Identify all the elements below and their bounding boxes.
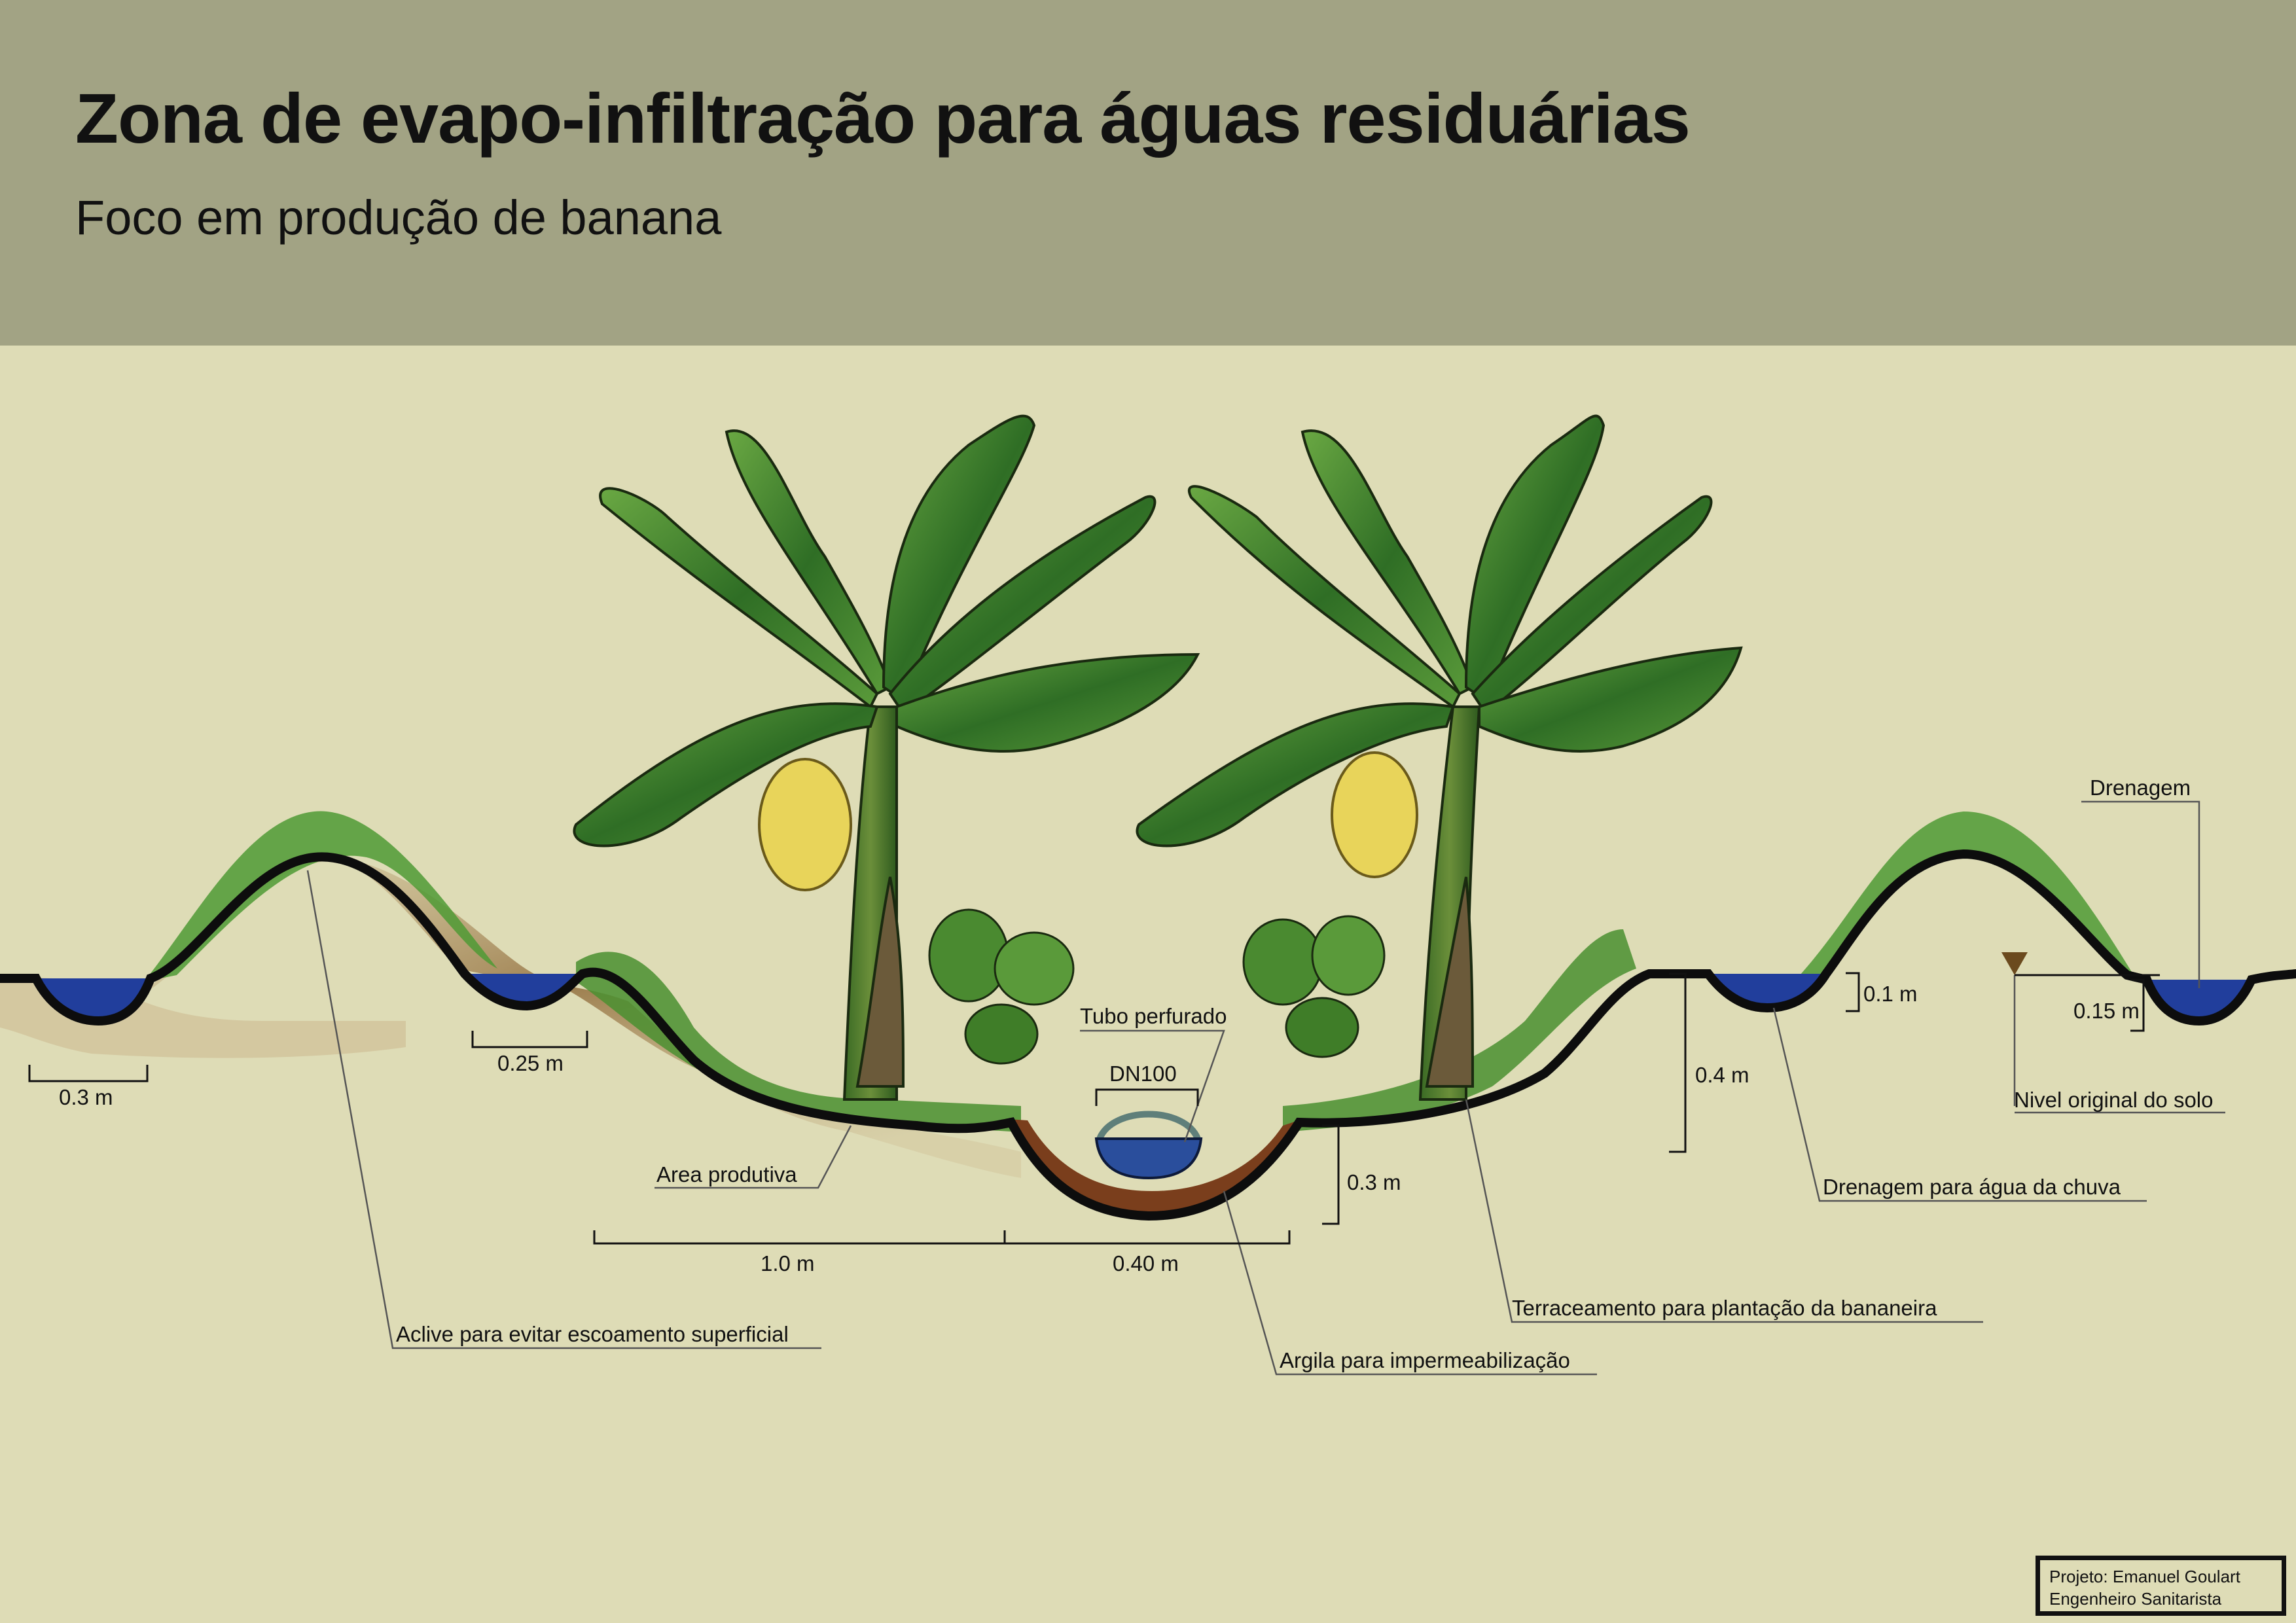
banana-leaf <box>882 414 1036 703</box>
credit-author: Projeto: Emanuel Goulart <box>2049 1567 2240 1586</box>
label-0-15m: 0.15 m <box>2073 999 2140 1023</box>
leader-tubo-perfurado <box>1080 1029 1225 1143</box>
leader-aclive <box>306 870 821 1349</box>
label-dn100: DN100 <box>1109 1061 1177 1086</box>
banana-leaf <box>1188 485 1462 709</box>
leader-drenagem <box>2081 800 2200 988</box>
banana-leaf-shoot <box>855 876 905 1088</box>
soil-slope-left <box>131 857 1021 1178</box>
dim-bracket-0-15m <box>2130 978 2145 1032</box>
grass-mound-left <box>144 811 497 982</box>
page-subtitle: Foco em produção de banana <box>75 190 722 245</box>
banana-leaf <box>1300 429 1475 696</box>
label-0-3m-left: 0.3 m <box>59 1085 113 1109</box>
leader-area-produtiva <box>655 1125 852 1189</box>
banana-leaf-shoot <box>1425 876 1475 1088</box>
label-0-3m-trench: 0.3 m <box>1347 1170 1401 1194</box>
label-argila: Argila para impermeabilização <box>1280 1348 1570 1372</box>
label-0-40m: 0.40 m <box>1113 1251 1179 1275</box>
label-0-4m: 0.4 m <box>1695 1063 1749 1087</box>
label-drenagem-chuva: Drenagem para água da chuva <box>1823 1175 2121 1199</box>
dim-bracket-0-4m <box>1669 972 1687 1153</box>
ground-profile-line <box>0 849 2296 1221</box>
dim-bracket-0-25m <box>471 1031 588 1048</box>
leader-drenagem-chuva <box>1772 1007 2147 1202</box>
label-nivel-original: Nivel original do solo <box>2014 1088 2214 1112</box>
banana-leaf <box>725 429 892 696</box>
banana-leaf <box>895 652 1200 753</box>
banana-leaf <box>599 487 879 709</box>
grass-terrace-left <box>576 952 1021 1132</box>
header-band <box>0 0 2296 346</box>
banana-tree-right <box>1136 414 1743 1101</box>
dim-bracket-0-3m-left <box>28 1065 149 1082</box>
water-level-triangle-icon <box>2001 952 2028 975</box>
leader-lines <box>306 800 2225 1376</box>
banana-leaf <box>1464 414 1605 703</box>
banana-leaf <box>573 702 879 847</box>
credit-role: Engenheiro Sanitarista <box>2049 1589 2222 1609</box>
understory-plant-right <box>1242 915 1386 1058</box>
leader-terraceamento <box>1465 1099 1983 1323</box>
banana-leaf <box>1471 495 1713 715</box>
leader-argila <box>1223 1190 1597 1376</box>
dimension-marks <box>28 972 2145 1245</box>
label-aclive: Aclive para evitar escoamento superficia… <box>396 1322 789 1346</box>
label-drenagem: Drenagem <box>2090 776 2191 800</box>
label-1-0m: 1.0 m <box>761 1251 815 1275</box>
dim-bracket-0-3m-trench <box>1322 1124 1340 1225</box>
credit-box: Projeto: Emanuel Goulart Engenheiro Sani… <box>2036 1556 2286 1616</box>
understory-plant-left <box>928 908 1075 1065</box>
banana-leaf <box>1478 646 1743 753</box>
label-0-25m: 0.25 m <box>497 1051 564 1075</box>
banana-leaf <box>1136 702 1455 847</box>
banana-leaf <box>888 495 1157 715</box>
label-tubo-perfurado: Tubo perfurado <box>1080 1004 1227 1028</box>
dim-bracket-0-1m <box>1846 972 1860 1012</box>
dim-line-1-0m <box>593 1230 1006 1245</box>
dim-bracket-dn100 <box>1095 1088 1199 1106</box>
dim-line-0-40m <box>1005 1230 1291 1245</box>
label-0-1m: 0.1 m <box>1863 982 1918 1006</box>
page-title: Zona de evapo-infiltração para águas res… <box>75 79 1691 158</box>
banana-tree-left <box>573 414 1200 1101</box>
perforated-pipe <box>1094 1111 1203 1180</box>
grass-mound-right <box>1800 812 2134 975</box>
banana-bunch <box>1331 751 1418 878</box>
banana-bunch <box>758 758 852 891</box>
label-terraceamento: Terraceamento para plantação da bananeir… <box>1512 1296 1937 1320</box>
label-area-produtiva: Area produtiva <box>656 1162 797 1186</box>
